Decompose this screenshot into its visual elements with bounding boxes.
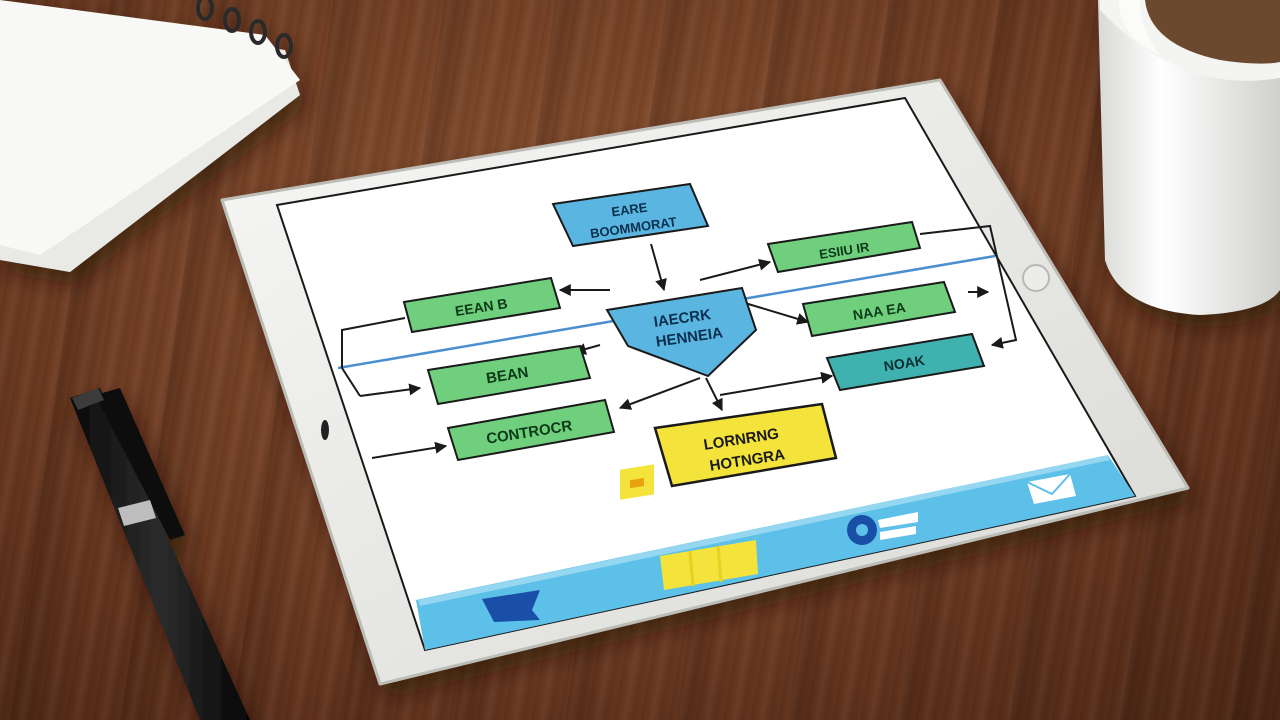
diagram-box-left-1[interactable]: EEAN B [402,276,562,334]
folder-icon[interactable] [660,540,758,590]
right-box-3-label: NOAK [883,352,926,374]
pen [70,388,250,720]
gear-icon[interactable] [847,512,918,545]
coffee [1145,0,1280,64]
taskbar [416,455,1135,650]
flag-icon[interactable] [482,590,540,622]
coffee-mug [1098,0,1280,315]
diagram-box-top[interactable]: EARE BOOMMORAT [551,182,710,248]
diagram-box-right-1[interactable]: ESIIU IR [766,220,922,274]
connectors [341,224,1018,459]
diagram-box-center[interactable]: IAECRK HENNEIA [605,286,758,378]
home-button[interactable] [1022,264,1050,292]
notepad [0,0,300,272]
diagram-box-bottom[interactable]: LORNRNG HOTNGRA [653,402,838,488]
mail-icon[interactable] [1026,473,1076,504]
diagram-box-left-2[interactable]: BEAN [426,344,592,406]
tablet: EARE BOOMMORAT IAECRK HENNEIA EEAN B BEA… [220,78,1190,686]
left-box-2-label: BEAN [485,364,530,387]
diagram-box-right-2[interactable]: NAA EA [801,280,957,338]
folder-icon[interactable] [620,464,654,500]
spiral-binding [196,0,293,59]
diagram-box-left-3[interactable]: CONTROCR [446,398,616,462]
top-box-line-1: EARE [610,200,648,220]
diagram-box-right-3[interactable]: NOAK [825,332,986,392]
front-camera [321,420,329,440]
